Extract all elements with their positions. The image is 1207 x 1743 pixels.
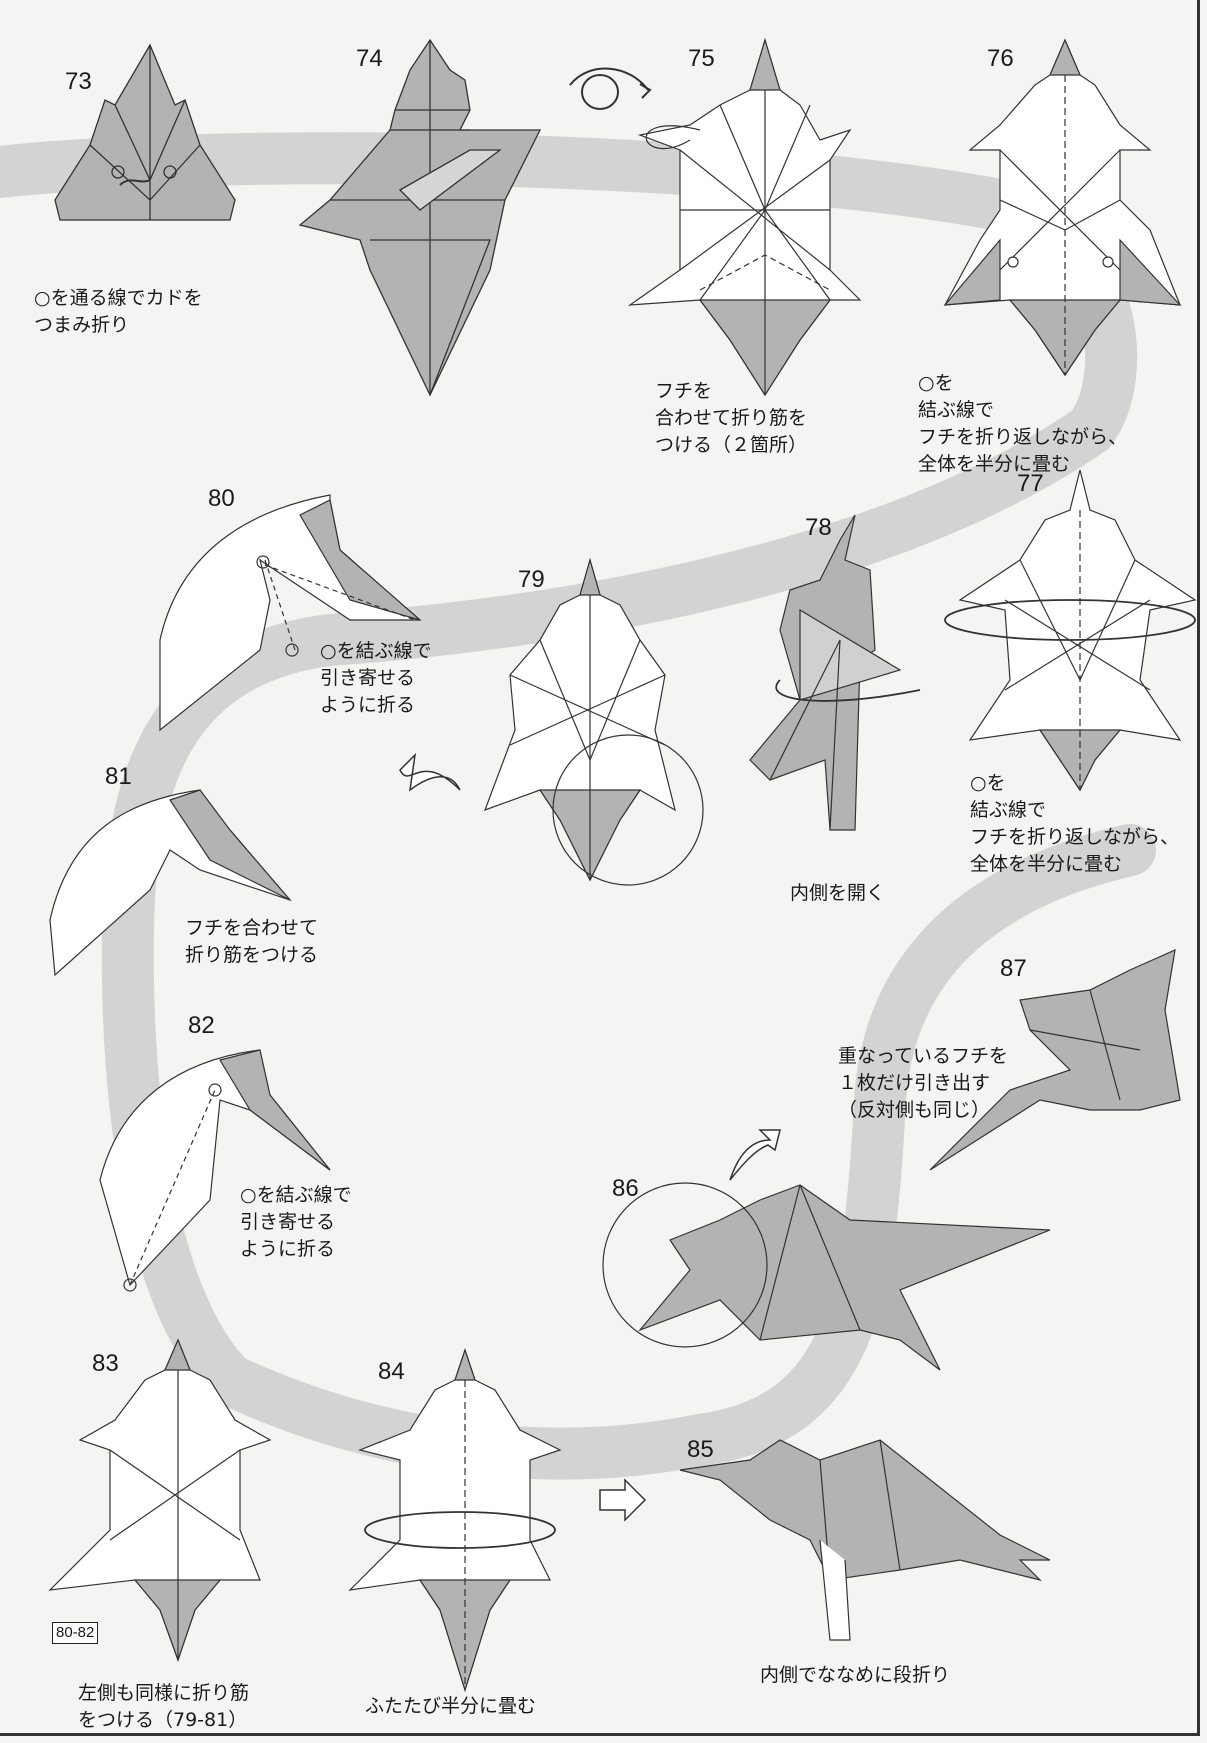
- step-80-caption: ○を結ぶ線で 引き寄せる ように折る: [320, 640, 432, 716]
- step-number: 83: [92, 1350, 119, 1377]
- flow-arrows: [399, 752, 781, 1522]
- step-83-caption: 左側も同様に折り筋 をつける（79-81）: [78, 1682, 250, 1731]
- step-75-caption: フチを 合わせて折り筋を つける（２箇所）: [655, 380, 808, 456]
- step-83-model: [48, 1338, 272, 1662]
- step-number: 77: [1017, 470, 1044, 497]
- step-number: 80: [208, 485, 235, 512]
- step-81-caption: フチを合わせて 折り筋をつける: [185, 917, 319, 966]
- step-84-model: [348, 1348, 562, 1693]
- step-81-model: [49, 789, 292, 977]
- step-82-caption: ○を結ぶ線で 引き寄せる ように折る: [240, 1184, 352, 1260]
- step-82-model: [99, 1049, 331, 1292]
- step-74-model: [298, 38, 542, 397]
- step-73-caption: ○を通る線でカドを つまみ折り: [34, 287, 203, 336]
- step-75-model: [627, 37, 862, 397]
- step-76-caption: ○を 結ぶ線で フチを折り返しながら、 全体を半分に畳む: [918, 372, 1128, 475]
- step-number: 85: [687, 1436, 714, 1463]
- step-number: 79: [518, 566, 545, 593]
- step-87-caption: 重なっているフチを １枚だけ引き出す （反対側も同じ）: [838, 1045, 1009, 1121]
- step-78-model: [749, 514, 921, 831]
- step-number: 87: [1000, 955, 1027, 982]
- step-76-model: [943, 38, 1182, 377]
- step-77-caption: ○を 結ぶ線で フチを折り返しながら、 全体を半分に畳む: [970, 772, 1180, 875]
- step-86-model: [602, 1182, 1051, 1371]
- step-number: 81: [105, 763, 132, 790]
- step-84-caption: ふたたび半分に畳む: [365, 1695, 537, 1717]
- reference-box: 80-82: [52, 1622, 99, 1644]
- step-73-model: [54, 43, 236, 221]
- step-number: 74: [356, 45, 383, 72]
- step-85-model: [679, 1439, 1051, 1641]
- step-number: 82: [188, 1012, 215, 1039]
- step-number: 76: [987, 45, 1014, 72]
- step-80-model: [159, 494, 422, 732]
- step-87-model: [929, 948, 1181, 1171]
- step-79-model: [483, 557, 704, 886]
- step-number: 78: [805, 514, 832, 541]
- step-number: 84: [378, 1358, 405, 1385]
- step-77-model: [944, 469, 1197, 792]
- step-number: 75: [688, 45, 715, 72]
- step-78-caption: 内側を開く: [790, 882, 886, 904]
- step-75-rotate-arrow: [569, 67, 652, 110]
- step-number: 73: [65, 68, 92, 95]
- step-85-caption: 内側でななめに段折り: [760, 1664, 951, 1686]
- step-number: 86: [612, 1175, 639, 1202]
